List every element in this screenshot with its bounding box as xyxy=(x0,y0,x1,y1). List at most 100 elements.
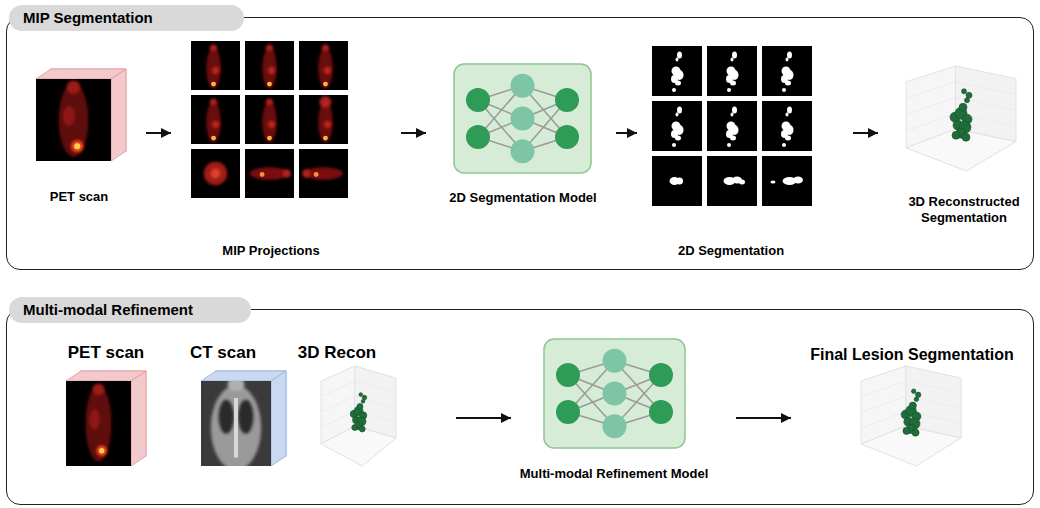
lesion-blob xyxy=(962,133,970,141)
tile-content xyxy=(262,44,277,88)
tile xyxy=(191,95,240,144)
tile xyxy=(652,101,702,151)
cube-content xyxy=(86,384,112,462)
mip-uptake xyxy=(211,169,221,179)
ct-lung xyxy=(219,400,234,434)
mask-blob xyxy=(771,181,776,184)
mask-blob xyxy=(785,136,791,141)
mask-blob xyxy=(793,177,803,184)
tile xyxy=(707,46,757,96)
mask-blob xyxy=(739,180,745,185)
tile xyxy=(652,156,702,206)
volume-node: 3D Reconstructed Segmentation xyxy=(878,56,1028,241)
grid-line xyxy=(321,396,355,413)
tile xyxy=(762,46,812,96)
mask-blob xyxy=(731,58,734,62)
plot-floor xyxy=(321,426,396,466)
lesion-blob xyxy=(916,392,921,397)
net-neuron xyxy=(556,400,580,424)
mask-blob xyxy=(730,136,736,141)
lesion-blob xyxy=(914,397,919,402)
mask-blob xyxy=(782,88,786,92)
node-label: 2D Segmentation xyxy=(637,243,825,259)
mip-hotspot xyxy=(211,82,216,87)
ct-head xyxy=(228,381,245,391)
mask-blob xyxy=(675,136,681,141)
plot-floor xyxy=(906,129,1016,171)
grid-line xyxy=(906,98,956,115)
net-neuron xyxy=(603,382,627,406)
cube-front xyxy=(36,79,111,161)
flow-arrow xyxy=(616,132,637,134)
tile xyxy=(191,149,240,198)
mip-body xyxy=(262,101,277,142)
mask-blob xyxy=(675,81,681,86)
mask-blob xyxy=(676,58,679,62)
pet-uptake xyxy=(89,409,99,429)
mask-blob xyxy=(786,58,789,62)
mip-uptake xyxy=(324,67,331,74)
net-neuron xyxy=(511,74,535,98)
tile xyxy=(245,149,294,198)
volume-node: Final Lesion Segmentation xyxy=(791,341,1033,471)
tile-content xyxy=(302,167,343,180)
lesion-blob xyxy=(912,429,919,436)
mip-uptake xyxy=(212,121,219,128)
node-label: Final Lesion Segmentation xyxy=(791,345,1033,364)
mask-blob xyxy=(727,88,731,92)
node-label: CT scan xyxy=(173,343,273,363)
grid-line xyxy=(321,411,355,428)
illustration xyxy=(637,37,853,263)
lesion-blob xyxy=(903,427,910,434)
tile-content xyxy=(250,167,291,180)
image-node: CT scan xyxy=(189,341,289,471)
mip-hotspot xyxy=(211,136,216,141)
tile xyxy=(707,101,757,151)
grid-line xyxy=(906,82,956,99)
tile-content xyxy=(671,52,684,93)
tile-content xyxy=(206,44,221,88)
plot-wall xyxy=(355,366,396,438)
mask-blob xyxy=(677,107,682,114)
mip-head xyxy=(210,98,217,105)
cube-content xyxy=(59,80,89,156)
tile-content xyxy=(771,177,804,186)
lesion-blob xyxy=(359,393,363,397)
mip-body xyxy=(262,47,277,88)
node-label: 3D Reconstructed Segmentation xyxy=(894,194,1034,225)
pet-head xyxy=(93,384,105,396)
tile-content xyxy=(670,177,684,185)
net-neuron xyxy=(555,88,579,112)
lesion-blob xyxy=(359,426,365,432)
mip-head xyxy=(266,98,273,105)
mask-blob xyxy=(676,178,683,185)
model-box xyxy=(454,64,591,173)
image-node: PET scan xyxy=(56,341,156,471)
mip-body xyxy=(206,47,221,88)
mask-blob xyxy=(785,81,791,86)
pet-body xyxy=(59,83,89,157)
lesion-blob xyxy=(362,395,367,400)
mask-blob xyxy=(730,81,736,86)
tile xyxy=(762,156,812,206)
tile-content xyxy=(671,107,684,148)
pet-halo xyxy=(71,140,83,152)
node-label: 2D Segmentation Model xyxy=(426,190,620,206)
net-neuron xyxy=(555,125,579,149)
net-neuron xyxy=(511,107,535,131)
lesion-blob xyxy=(962,89,967,94)
mip-head xyxy=(322,44,329,51)
mip-head xyxy=(283,170,291,178)
ct-lung xyxy=(238,400,253,434)
lesion-blob xyxy=(909,402,916,409)
tile-content xyxy=(726,52,739,93)
tile-content xyxy=(204,162,228,186)
grid-line xyxy=(906,113,956,131)
mip-hotspot xyxy=(323,82,328,87)
mip-head xyxy=(210,44,217,51)
mip-head xyxy=(266,44,273,51)
lesion-blob xyxy=(959,103,967,111)
mask-blob xyxy=(672,88,676,92)
mask-grid-node: 2D Segmentation xyxy=(637,37,853,263)
flow-arrow xyxy=(456,417,511,419)
